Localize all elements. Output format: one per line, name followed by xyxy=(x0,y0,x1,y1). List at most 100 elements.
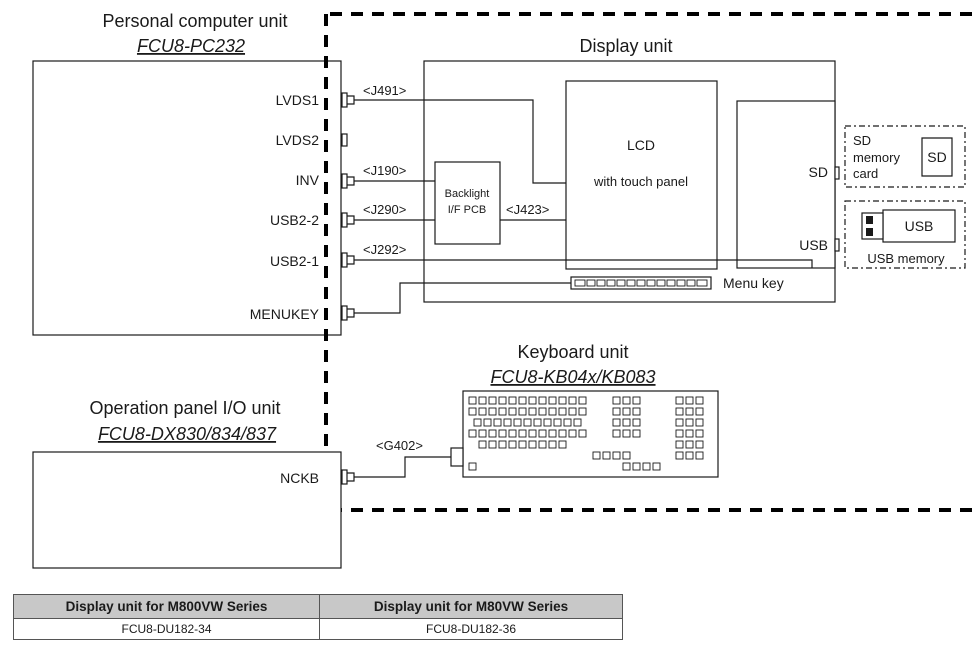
keyboard-connector-icon xyxy=(450,447,464,467)
wire-nckb xyxy=(354,456,451,478)
keyboard-key xyxy=(573,418,582,427)
keyboard-key xyxy=(518,396,527,405)
keyboard-key xyxy=(508,407,517,416)
sd-card-line1: SD xyxy=(853,133,871,148)
keyboard-key xyxy=(558,429,567,438)
keyboard-key xyxy=(518,429,527,438)
keyboard-key xyxy=(508,440,517,449)
keyboard-key xyxy=(468,407,477,416)
port-inv: INV xyxy=(296,172,320,188)
keyboard-key xyxy=(685,440,694,449)
label-j423: <J423> xyxy=(506,202,549,217)
keyboard-key xyxy=(675,451,684,460)
usb-memory-caption: USB memory xyxy=(867,251,945,266)
menu-key-strip xyxy=(570,276,712,290)
keyboard-key xyxy=(553,418,562,427)
connection-diagram: Personal computer unit FCU8-PC232 LVDS1 … xyxy=(32,11,973,569)
port-lvds2: LVDS2 xyxy=(276,132,320,148)
keyboard-key xyxy=(632,462,641,471)
keyboard-key xyxy=(675,396,684,405)
keyboard-key xyxy=(695,418,704,427)
lcd-label: LCD xyxy=(627,137,655,153)
op-panel-model: FCU8-DX830/834/837 xyxy=(98,424,277,444)
keyboard-key xyxy=(478,440,487,449)
keyboard-key xyxy=(622,396,631,405)
backlight-pcb-box xyxy=(434,161,501,245)
keyboard-key xyxy=(488,429,497,438)
keyboard-key xyxy=(558,396,567,405)
keyboard-key xyxy=(498,407,507,416)
keyboard-key xyxy=(523,418,532,427)
pc-connector-symbols xyxy=(341,92,355,321)
keyboard-key xyxy=(685,451,694,460)
keyboard-key xyxy=(602,451,611,460)
keyboard-key xyxy=(578,407,587,416)
sd-card-line2: memory xyxy=(853,150,900,165)
op-panel-box xyxy=(32,451,342,569)
keyboard-key xyxy=(568,407,577,416)
model-table: Display unit for M800VW Series Display u… xyxy=(13,594,623,640)
label-j292: <J292> xyxy=(363,242,406,257)
keyboard-key xyxy=(473,418,482,427)
keyboard-key xyxy=(652,462,661,471)
port-nckb: NCKB xyxy=(280,470,319,486)
keyboard-key xyxy=(622,429,631,438)
usb-memory-box xyxy=(844,200,966,269)
sd-card-icon xyxy=(921,137,953,177)
keyboard-key xyxy=(632,418,641,427)
keyboard-key xyxy=(675,418,684,427)
table-row: FCU8-DU182-34 FCU8-DU182-36 xyxy=(13,618,623,640)
keyboard-key xyxy=(508,396,517,405)
keyboard-key xyxy=(508,429,517,438)
keyboard-key xyxy=(695,429,704,438)
keyboard-key xyxy=(528,429,537,438)
op-panel-title: Operation panel I/O unit xyxy=(89,398,280,418)
backlight-sublabel: I/F PCB xyxy=(448,204,487,216)
sd-card-line3: card xyxy=(853,166,878,181)
keyboard-key xyxy=(493,418,502,427)
port-usb2-2: USB2-2 xyxy=(270,212,319,228)
sd-card-box xyxy=(844,125,966,188)
wire-lvds1 xyxy=(354,99,566,184)
keyboard-key xyxy=(695,396,704,405)
label-g402: <G402> xyxy=(376,438,423,453)
keyboard-key xyxy=(568,396,577,405)
keyboard-key xyxy=(685,429,694,438)
nckb-connector-icon xyxy=(341,469,355,485)
keyboard-key xyxy=(642,462,651,471)
keyboard-key xyxy=(548,440,557,449)
keyboard-key xyxy=(478,429,487,438)
port-lvds1: LVDS1 xyxy=(276,92,320,108)
keyboard-key xyxy=(578,429,587,438)
usb-port-icon xyxy=(834,238,840,252)
sd-card-icon-label: SD xyxy=(927,149,946,165)
keyboard-key xyxy=(488,396,497,405)
usb-memory-icon xyxy=(861,209,956,243)
keyboard-key xyxy=(695,407,704,416)
table-header-m80vw: Display unit for M80VW Series xyxy=(319,594,623,619)
display-port-sd: SD xyxy=(809,164,828,180)
port-menukey: MENUKEY xyxy=(250,306,320,322)
keyboard-key xyxy=(612,429,621,438)
keyboard-key xyxy=(518,407,527,416)
label-j190: <J190> xyxy=(363,163,406,178)
keyboard-key xyxy=(622,418,631,427)
keyboard-key xyxy=(632,396,641,405)
keyboard-key xyxy=(685,396,694,405)
keyboard-key xyxy=(483,418,492,427)
keyboard-key xyxy=(528,440,537,449)
display-port-usb: USB xyxy=(799,237,828,253)
backlight-label: Backlight xyxy=(445,188,490,200)
keyboard-key xyxy=(622,451,631,460)
label-j290: <J290> xyxy=(363,202,406,217)
keyboard-key xyxy=(675,440,684,449)
keyboard-key xyxy=(632,429,641,438)
keyboard-key xyxy=(543,418,552,427)
keyboard-key xyxy=(612,396,621,405)
display-unit-title: Display unit xyxy=(579,36,672,56)
keyboard-unit-title: Keyboard unit xyxy=(517,342,628,362)
keyboard-key xyxy=(548,407,557,416)
keyboard-key xyxy=(528,396,537,405)
wire-menukey xyxy=(354,282,571,314)
keyboard-key xyxy=(478,407,487,416)
